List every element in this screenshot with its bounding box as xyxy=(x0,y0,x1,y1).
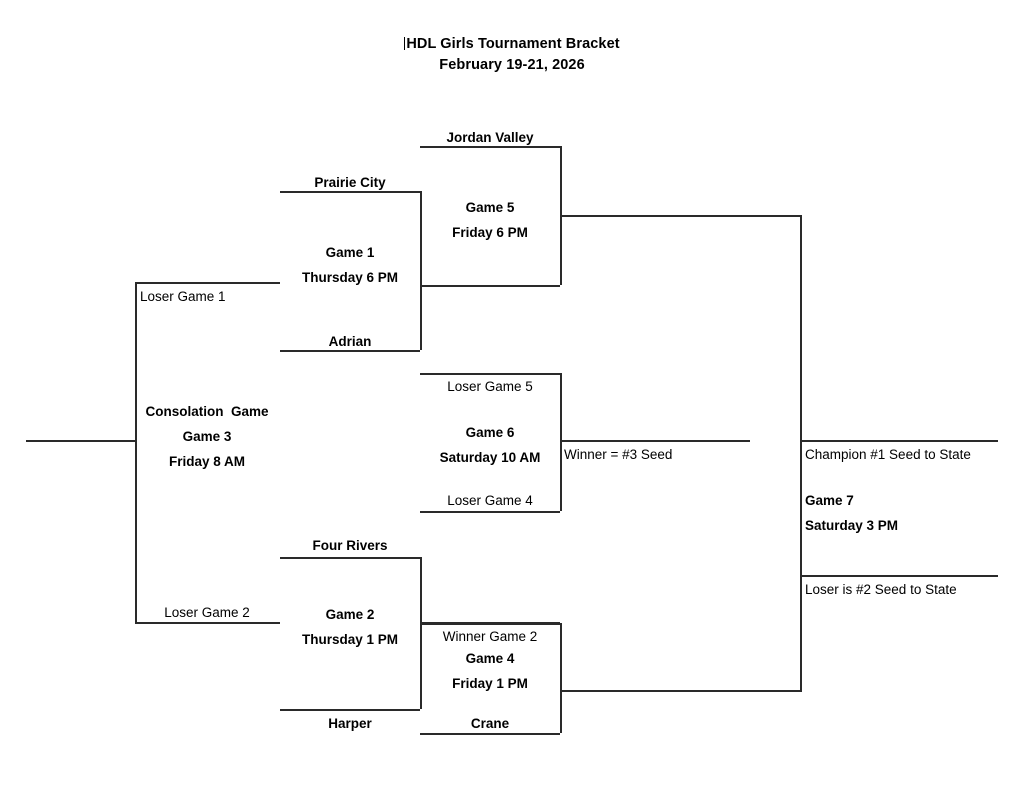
text-cursor xyxy=(404,37,406,50)
champion-line xyxy=(800,440,998,442)
runner-up-line xyxy=(800,575,998,577)
game1-time: Thursday 6 PM xyxy=(301,270,399,285)
game6-name: Game 6 xyxy=(465,425,515,440)
game6-winner-line xyxy=(560,440,750,442)
slot-harper: Harper xyxy=(328,716,372,731)
title-line-2: February 19-21, 2026 xyxy=(439,57,585,73)
game1-bracket-vertical xyxy=(420,191,422,350)
game3-info: Consolation Game Game 3 Friday 8 AM xyxy=(145,399,268,474)
game6-bracket-vertical xyxy=(560,373,562,511)
game3-bracket-vertical xyxy=(135,282,137,624)
slot-loser-game-1: Loser Game 1 xyxy=(140,289,226,304)
title-line-1: HDL Girls Tournament Bracket xyxy=(0,34,1024,55)
slot-winner-game-2: Winner Game 2 xyxy=(442,629,538,644)
game7-bracket-vertical xyxy=(800,215,802,690)
game3-time: Friday 8 AM xyxy=(168,454,246,469)
game4-winner-line xyxy=(560,690,802,692)
game5-info: Game 5 Friday 6 PM xyxy=(452,195,528,245)
slot-loser-game-2: Loser Game 2 xyxy=(164,605,250,620)
game3-winner-line xyxy=(26,440,135,442)
slot-prairie-city: Prairie City xyxy=(314,175,386,190)
game4-bracket-vertical xyxy=(560,623,562,733)
game3-label: Consolation Game xyxy=(145,404,269,419)
game4-top-line xyxy=(420,623,560,625)
game2-bracket-vertical xyxy=(420,557,422,709)
crane-line xyxy=(420,733,560,735)
game5-time: Friday 6 PM xyxy=(452,225,528,240)
loser-game-5-line xyxy=(420,373,560,375)
game7-time: Saturday 3 PM xyxy=(805,518,899,533)
game4-time: Friday 1 PM xyxy=(452,676,528,691)
adrian-line xyxy=(280,350,420,352)
jordan-valley-line xyxy=(420,146,560,148)
prairie-city-line xyxy=(280,191,420,193)
game6-info: Game 6 Saturday 10 AM xyxy=(440,420,541,470)
game1-info: Game 1 Thursday 6 PM xyxy=(302,240,398,290)
title-text: HDL Girls Tournament Bracket xyxy=(406,36,620,52)
loser-game-4-line xyxy=(420,511,560,513)
slot-loser-game-4: Loser Game 4 xyxy=(447,493,533,508)
third-seed-note: Winner = #3 Seed xyxy=(564,447,673,462)
loser-game-2-line xyxy=(135,622,280,624)
page-title: HDL Girls Tournament Bracket February 19… xyxy=(0,34,1024,76)
slot-four-rivers: Four Rivers xyxy=(312,538,388,553)
game1-name: Game 1 xyxy=(325,245,375,260)
game7-info: Game 7 Saturday 3 PM xyxy=(805,488,898,538)
game1-winner-line xyxy=(420,285,560,287)
game2-info: Game 2 Thursday 1 PM xyxy=(302,602,398,652)
game3-name: Game 3 xyxy=(182,429,232,444)
runner-up-note: Loser is #2 Seed to State xyxy=(805,582,957,597)
loser-game-1-line xyxy=(135,282,280,284)
game4-info: Game 4 Friday 1 PM xyxy=(452,646,528,696)
slot-adrian: Adrian xyxy=(328,334,372,349)
game5-winner-line xyxy=(560,215,802,217)
slot-loser-game-5: Loser Game 5 xyxy=(447,379,533,394)
champion-note: Champion #1 Seed to State xyxy=(805,447,971,462)
game7-name: Game 7 xyxy=(805,493,854,508)
game5-name: Game 5 xyxy=(465,200,515,215)
slot-jordan-valley: Jordan Valley xyxy=(446,130,534,145)
game2-time: Thursday 1 PM xyxy=(301,632,399,647)
game2-name: Game 2 xyxy=(325,607,375,622)
harper-line xyxy=(280,709,420,711)
four-rivers-line xyxy=(280,557,420,559)
game4-name: Game 4 xyxy=(465,651,515,666)
slot-crane: Crane xyxy=(470,716,510,731)
game6-time: Saturday 10 AM xyxy=(439,450,541,465)
